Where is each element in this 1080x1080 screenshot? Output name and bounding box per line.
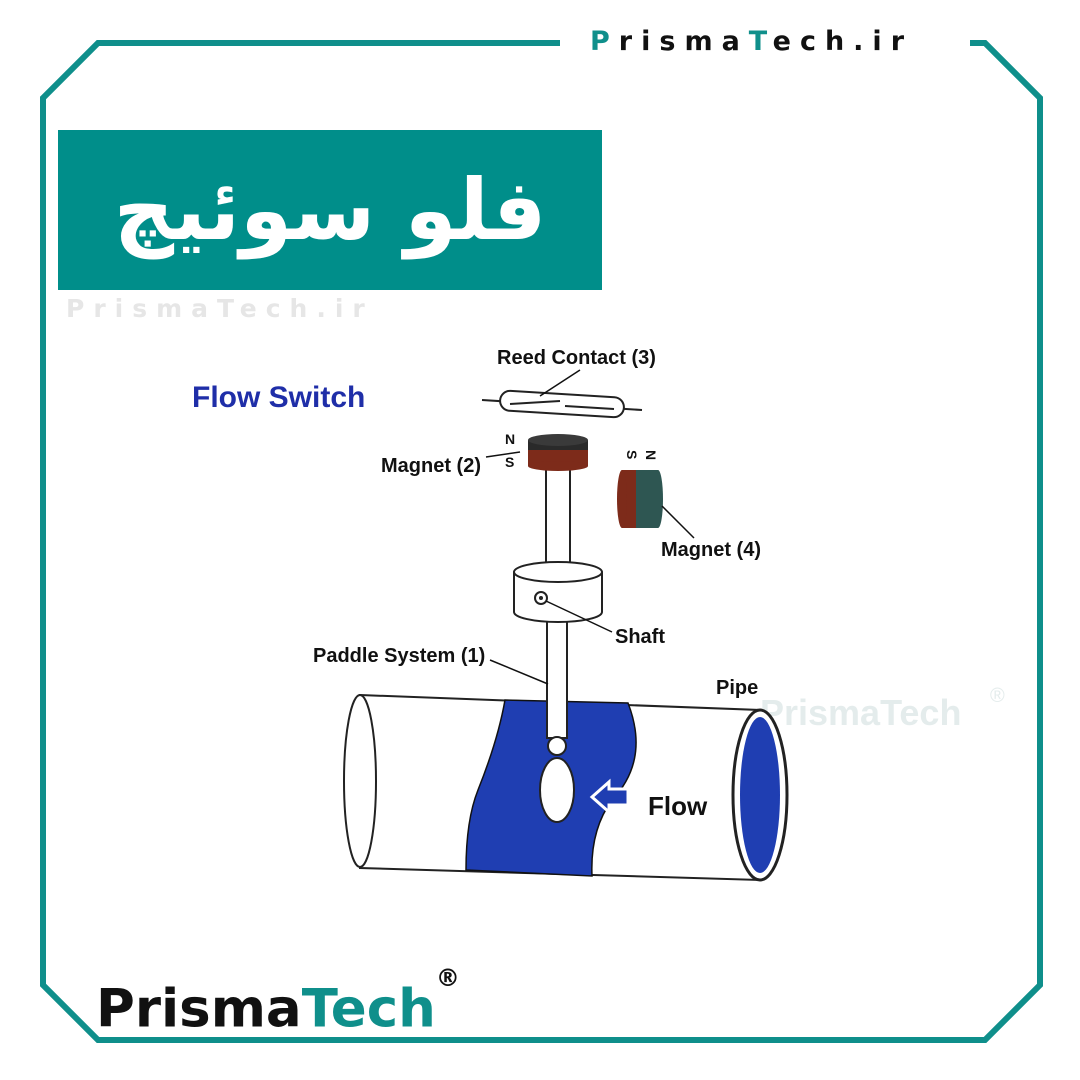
reed-contact	[481, 389, 643, 419]
magnet2-n-label: N	[505, 431, 515, 447]
diagram-watermark: PrismaTech	[760, 692, 961, 733]
magnet-2	[528, 434, 588, 471]
magnet2-s-label: S	[505, 454, 514, 470]
paddle-system-label: Paddle System (1)	[313, 645, 485, 667]
page-title: فلو سوئیچ	[113, 161, 547, 259]
magnet-4	[617, 470, 663, 528]
magnet2-label: Magnet (2)	[381, 455, 481, 477]
magnet4-n-label: N	[643, 450, 659, 460]
pipe-label: Pipe	[716, 677, 758, 699]
prismatech-logo: PrismaTech®	[96, 964, 460, 1040]
title-banner: فلو سوئیچ	[58, 130, 602, 290]
shaft-label: Shaft	[615, 626, 665, 648]
top-brand-text: PrismaTech.ir	[590, 26, 914, 57]
flow-arrow-icon	[589, 778, 630, 816]
paddle	[539, 757, 575, 823]
sub-watermark: PrismaTech.ir	[66, 294, 374, 323]
diagram-heading: Flow Switch	[192, 381, 366, 414]
shaft	[513, 459, 603, 623]
diagram-watermark-reg: ®	[990, 685, 1005, 707]
magnet4-label: Magnet (4)	[661, 539, 761, 561]
flow-label: Flow	[648, 791, 708, 821]
magnet4-s-label: S	[624, 450, 640, 459]
pipe-end-water	[740, 717, 780, 873]
reed-contact-label: Reed Contact (3)	[497, 347, 656, 369]
